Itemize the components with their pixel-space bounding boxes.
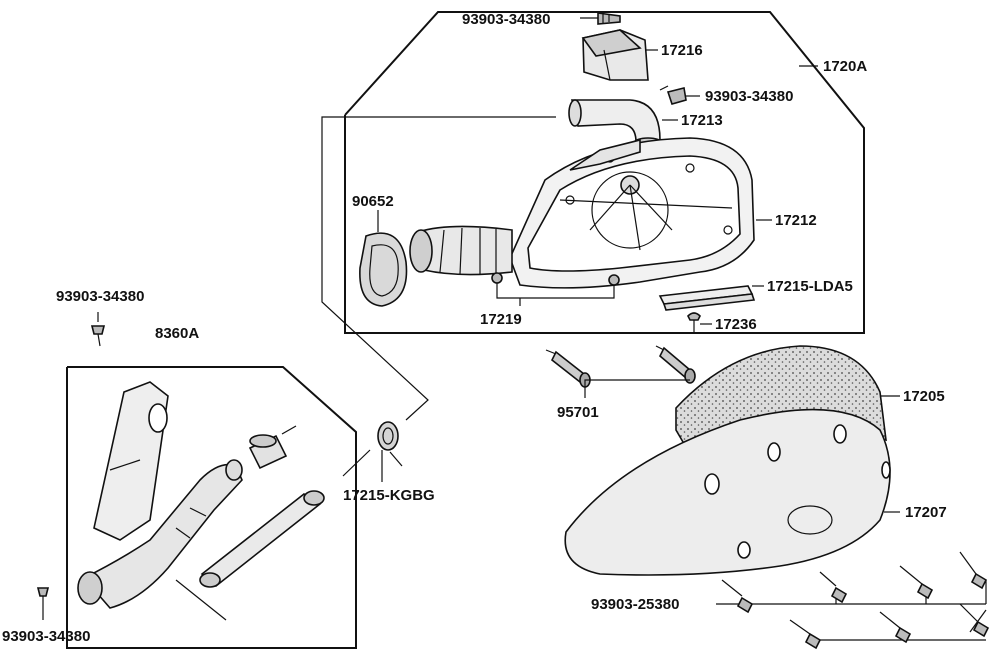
- screw-93903-34380-mid[interactable]: [659, 85, 700, 105]
- part-90652-clamp[interactable]: [359, 210, 408, 307]
- label-93903-34380-bottom: 93903-34380: [2, 628, 90, 645]
- label-93903-34380-mid: 93903-34380: [705, 88, 793, 105]
- label-93903-34380-top: 93903-34380: [462, 11, 550, 28]
- label-17213: 17213: [681, 112, 723, 129]
- part-17207-cover[interactable]: [564, 408, 900, 576]
- label-17215-lda5: 17215-LDA5: [767, 278, 853, 295]
- label-17207: 17207: [905, 504, 947, 521]
- assembly-outline-1720a: [344, 11, 865, 334]
- part-17215-lda5-strip[interactable]: [658, 285, 764, 311]
- outline-connector-lines: [321, 116, 556, 477]
- part-17212-case[interactable]: [509, 137, 772, 289]
- screw-93903-34380-left[interactable]: [90, 312, 106, 347]
- label-8360a: 8360A: [155, 325, 199, 342]
- part-95701-bolts[interactable]: [545, 345, 696, 398]
- screw-93903-34380-bottom[interactable]: [36, 587, 50, 620]
- label-93903-25380: 93903-25380: [591, 596, 679, 613]
- part-17219-bolts[interactable]: [491, 272, 620, 306]
- part-17215-kgbg-clamp[interactable]: [377, 421, 403, 482]
- label-90652: 90652: [352, 193, 394, 210]
- part-8360a-sleeve[interactable]: [248, 425, 297, 470]
- screw-93903-34380-top[interactable]: [580, 12, 621, 25]
- part-intake-boot[interactable]: [409, 225, 513, 276]
- part-8360a-hose[interactable]: [77, 459, 243, 609]
- label-93903-34380-left: 93903-34380: [56, 288, 144, 305]
- label-17205: 17205: [903, 388, 945, 405]
- assembly-outline-8360a: [66, 366, 357, 649]
- label-17219: 17219: [480, 311, 522, 328]
- part-17216-cover[interactable]: [581, 29, 658, 81]
- part-17236-screw[interactable]: [687, 312, 712, 332]
- label-1720a: 1720A: [823, 58, 867, 75]
- label-17212: 17212: [775, 212, 817, 229]
- part-8360a-duct-cover[interactable]: [93, 381, 169, 541]
- part-8360a-tube[interactable]: [175, 490, 325, 621]
- screw-set-93903-25380[interactable]: [716, 551, 990, 650]
- label-17216: 17216: [661, 42, 703, 59]
- label-17236: 17236: [715, 316, 757, 333]
- label-95701: 95701: [557, 404, 599, 421]
- label-17215-kgbg: 17215-KGBG: [343, 487, 435, 504]
